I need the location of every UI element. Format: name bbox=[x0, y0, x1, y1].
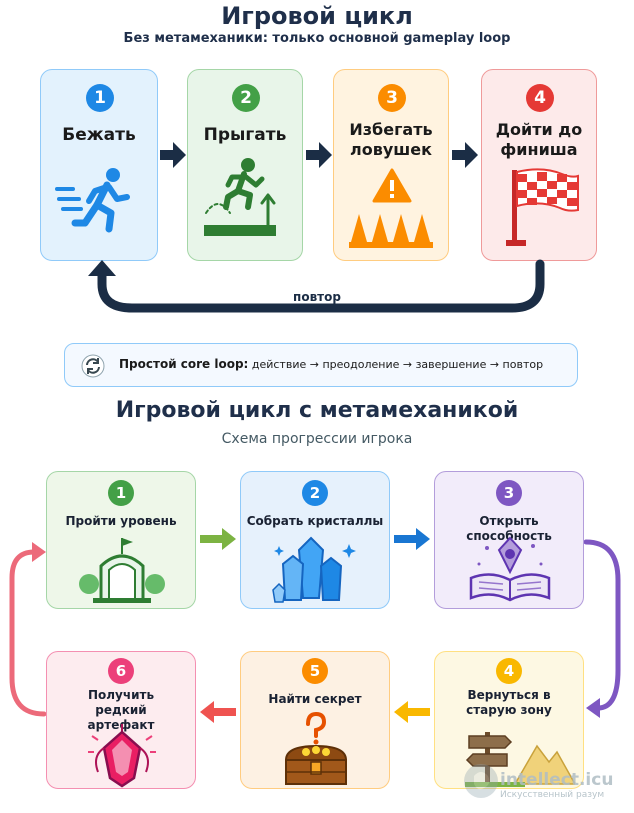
core-loop-box: Простой core loop: действие → преодолени… bbox=[64, 343, 578, 387]
core-loop-prefix: Простой core loop: bbox=[119, 357, 249, 371]
meta-step-collect-crystals: 2 Собрать кристаллы bbox=[240, 471, 390, 609]
refresh-icon bbox=[81, 354, 105, 378]
curved-arrow-up-icon bbox=[9, 542, 46, 717]
step-number-badge: 4 bbox=[496, 658, 522, 684]
gem-artifact-icon bbox=[88, 724, 156, 788]
step-number-badge: 2 bbox=[232, 84, 260, 112]
arrow-left-icon bbox=[200, 701, 236, 723]
step-label: Бежать bbox=[62, 125, 136, 145]
step-number-badge: 1 bbox=[86, 84, 114, 112]
step-label: Дойти до финиша bbox=[495, 120, 583, 159]
spellbook-icon bbox=[469, 536, 551, 602]
watermark-name: intellect.icu bbox=[500, 770, 614, 790]
arrow-right-icon bbox=[200, 528, 236, 550]
checkered-flag-icon bbox=[506, 168, 579, 246]
arrow-right-icon bbox=[306, 142, 332, 168]
step-label: Открыть способность bbox=[466, 514, 552, 543]
step-label: Вернуться в старую зону bbox=[466, 688, 552, 717]
arrow-right-icon bbox=[452, 142, 478, 168]
core-loop-rest: действие → преодоление → завершение → по… bbox=[248, 358, 544, 371]
step-label: Прыгать bbox=[203, 125, 287, 145]
step-number-badge: 4 bbox=[526, 84, 554, 112]
jumping-person-icon bbox=[204, 158, 276, 236]
crystals-icon bbox=[272, 536, 356, 603]
step-number-badge: 3 bbox=[496, 480, 522, 506]
top-step-avoid-traps: 3 Избегать ловушек bbox=[333, 69, 449, 261]
step-number-badge: 2 bbox=[302, 480, 328, 506]
running-person-icon bbox=[55, 168, 130, 233]
step-number-badge: 3 bbox=[378, 84, 406, 112]
watermark-tagline: Искусственный разум bbox=[500, 790, 605, 800]
loop-back-arrow-icon bbox=[88, 259, 545, 313]
step-label: Пройти уровень bbox=[65, 514, 177, 528]
brain-logo-icon bbox=[464, 764, 498, 798]
step-number-badge: 6 bbox=[108, 658, 134, 684]
top-subtitle: Без метамеханики: только основной gamepl… bbox=[123, 31, 511, 46]
meta-step-unlock-ability: 3 Открыть способность bbox=[434, 471, 584, 609]
loop-label: повтор bbox=[293, 290, 341, 304]
step-number-badge: 5 bbox=[302, 658, 328, 684]
core-loop-text: Простой core loop: действие → преодолени… bbox=[119, 357, 543, 371]
step-number-badge: 1 bbox=[108, 480, 134, 506]
bottom-title: Игровой цикл с метамеханикой bbox=[115, 398, 519, 423]
level-gate-icon bbox=[79, 538, 165, 603]
bottom-subtitle: Схема прогрессии игрока bbox=[221, 431, 413, 447]
top-title: Игровой цикл bbox=[221, 2, 413, 30]
warning-icon bbox=[372, 168, 412, 203]
signpost-mountains-icon bbox=[465, 732, 575, 787]
meta-step-return-old-zone: 4 Вернуться в старую зону bbox=[434, 651, 584, 789]
arrow-right-icon bbox=[394, 528, 430, 550]
top-step-jump: 2 Прыгать bbox=[187, 69, 303, 261]
step-label: Получить редкий артефакт bbox=[87, 688, 155, 732]
arrow-left-icon bbox=[394, 701, 430, 723]
spikes-icon bbox=[349, 214, 433, 248]
arrow-right-icon bbox=[160, 142, 186, 168]
step-label: Собрать кристаллы bbox=[246, 514, 384, 528]
top-step-finish: 4 Дойти до финиша bbox=[481, 69, 597, 261]
treasure-chest-icon bbox=[284, 712, 348, 785]
meta-step-find-secret: 5 Найти секрет bbox=[240, 651, 390, 789]
curved-arrow-down-icon bbox=[584, 539, 621, 718]
step-label: Найти секрет bbox=[268, 692, 362, 706]
top-step-run: 1 Бежать bbox=[40, 69, 158, 261]
meta-step-complete-level: 1 Пройти уровень bbox=[46, 471, 196, 609]
meta-step-rare-artifact: 6 Получить редкий артефакт bbox=[46, 651, 196, 789]
step-label: Избегать ловушек bbox=[349, 120, 433, 159]
